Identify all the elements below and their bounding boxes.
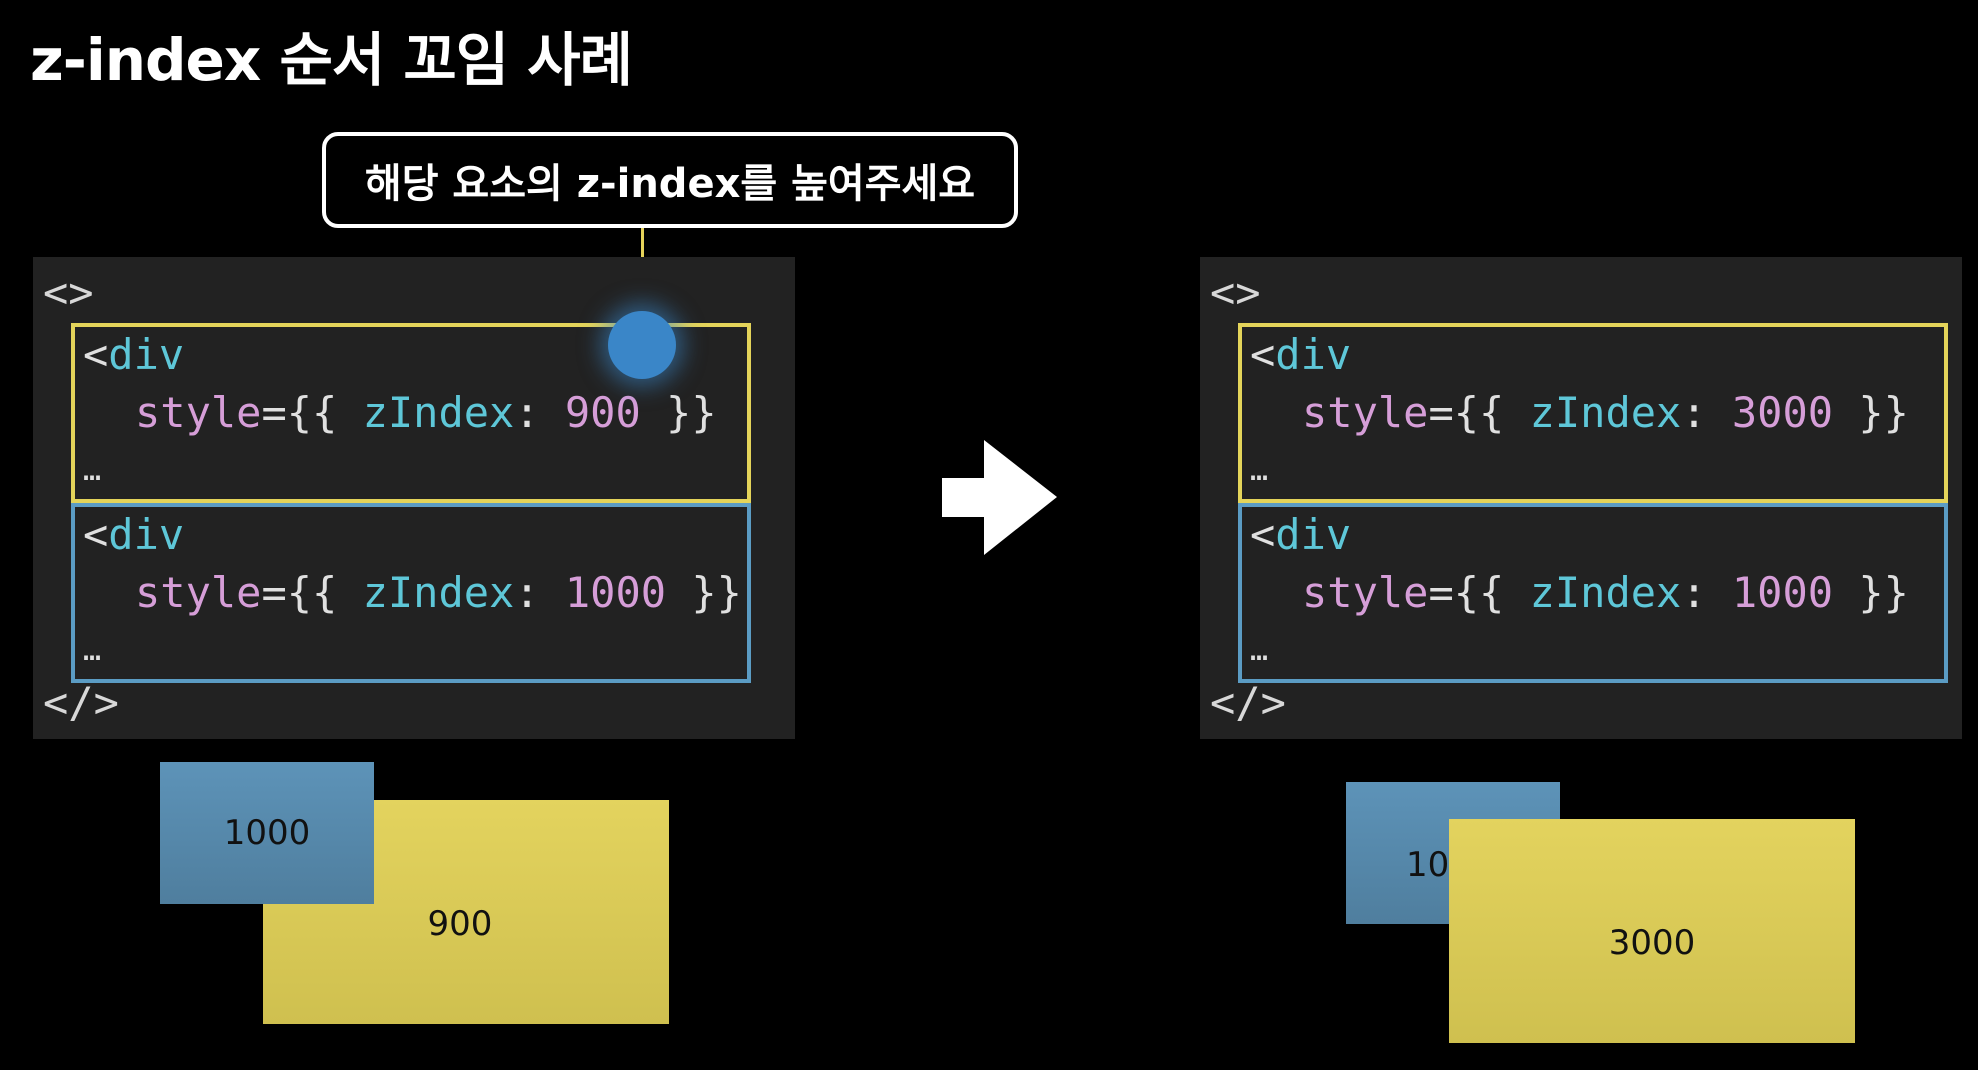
fragment-close: </> (1210, 678, 1286, 727)
slide-title: z-index 순서 꼬임 사례 (30, 26, 633, 94)
fragment-open: <> (1210, 268, 1261, 317)
code-line-div-open: <div (83, 330, 185, 379)
box-label: 10 (1406, 845, 1450, 885)
fragment-open: <> (43, 268, 94, 317)
zindex-value: 1000 (1731, 568, 1834, 617)
code-line-style: style={{ zIndex: 900 }} (135, 388, 717, 437)
code-block-div-blue: <div style={{ zIndex: 1000 }} … (71, 503, 751, 683)
code-panel-after: <> <div style={{ zIndex: 3000 }} … <div … (1200, 257, 1962, 739)
zindex-value: 3000 (1731, 388, 1834, 437)
callout-text: 해당 요소의 z-index를 높여주세요 (364, 161, 976, 207)
code-line-div-open: <div (1250, 330, 1352, 379)
zindex-value: 900 (564, 388, 641, 437)
code-line-div-open: <div (83, 510, 185, 559)
pointer-dot (608, 311, 676, 379)
zindex-value: 1000 (564, 568, 667, 617)
box-zindex-3000: 3000 (1449, 819, 1855, 1043)
callout-box: 해당 요소의 z-index를 높여주세요 (322, 132, 1018, 228)
box-label: 900 (427, 904, 493, 944)
code-block-div-yellow: <div style={{ zIndex: 900 }} … (71, 323, 751, 503)
code-ellipsis: … (83, 453, 102, 488)
code-line-div-open: <div (1250, 510, 1352, 559)
code-line-style: style={{ zIndex: 1000 }} (135, 568, 742, 617)
fragment-close: </> (43, 678, 119, 727)
code-line-style: style={{ zIndex: 1000 }} (1302, 568, 1909, 617)
code-ellipsis: … (1250, 633, 1269, 668)
code-block-div-blue: <div style={{ zIndex: 1000 }} … (1238, 503, 1948, 683)
right-arrow-icon (942, 440, 1057, 555)
code-panel-before: <> <div style={{ zIndex: 900 }} … <div s… (33, 257, 795, 739)
box-label: 1000 (223, 813, 311, 853)
code-line-style: style={{ zIndex: 3000 }} (1302, 388, 1909, 437)
code-block-div-yellow: <div style={{ zIndex: 3000 }} … (1238, 323, 1948, 503)
box-label: 3000 (1608, 923, 1696, 963)
code-ellipsis: … (83, 633, 102, 668)
box-zindex-1000: 1000 (160, 762, 374, 904)
code-ellipsis: … (1250, 453, 1269, 488)
